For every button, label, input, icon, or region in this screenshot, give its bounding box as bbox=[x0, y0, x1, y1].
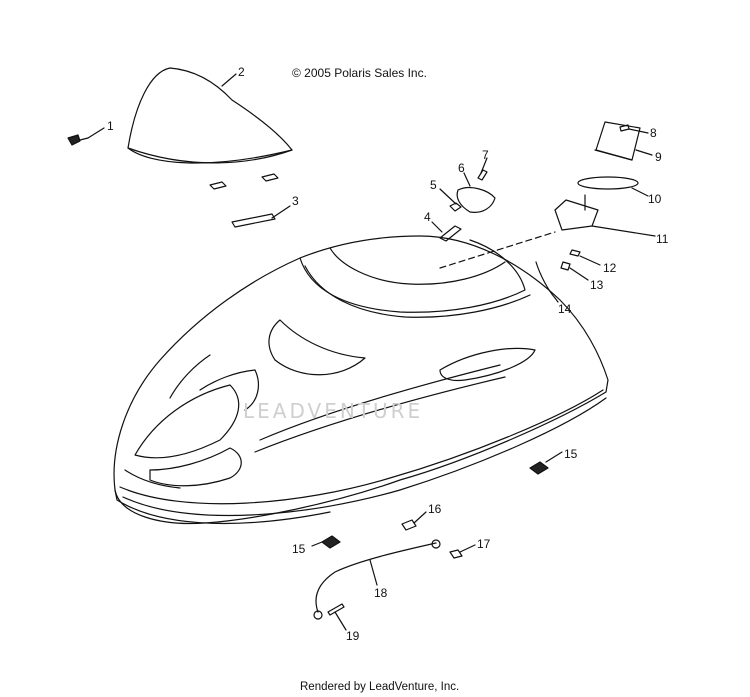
nut-part bbox=[449, 202, 462, 212]
leader-lines bbox=[87, 73, 656, 631]
copyright-text: © 2005 Polaris Sales Inc. bbox=[292, 66, 427, 80]
callout-label: 12 bbox=[603, 261, 617, 275]
cable-end-bottom bbox=[313, 610, 323, 620]
callout-label: 15 bbox=[292, 542, 306, 556]
bolt-part bbox=[439, 225, 462, 242]
watermark: LEADVENTURE bbox=[243, 399, 424, 423]
callout-label: 13 bbox=[590, 278, 604, 292]
pin-part bbox=[477, 169, 488, 181]
callout-label: 19 bbox=[346, 629, 360, 643]
lens-part bbox=[577, 176, 639, 190]
callout-label: 7 bbox=[482, 148, 489, 162]
callout-label: 3 bbox=[292, 194, 299, 208]
callout-label: 9 bbox=[655, 150, 662, 164]
grommet-part bbox=[569, 249, 581, 257]
callout-label: 4 bbox=[424, 210, 431, 224]
console-cover-part bbox=[594, 121, 641, 161]
screw-part bbox=[67, 134, 89, 146]
clip-part-right bbox=[529, 461, 549, 475]
wire-part bbox=[535, 261, 556, 299]
windshield-part bbox=[127, 67, 293, 190]
trim-strip-part bbox=[231, 213, 276, 228]
callout-label: 5 bbox=[430, 178, 437, 192]
callout-label: 2 bbox=[238, 65, 245, 79]
hex-nut-part bbox=[449, 549, 463, 559]
tether-cable-part bbox=[315, 542, 437, 613]
gauge-plate-part bbox=[456, 186, 496, 213]
hood-body bbox=[113, 235, 609, 525]
callout-label: 17 bbox=[477, 537, 491, 551]
callout-label: 10 bbox=[648, 192, 662, 206]
clevis-pin-part bbox=[327, 603, 345, 616]
callout-label: 16 bbox=[428, 502, 442, 516]
callout-label: 6 bbox=[458, 161, 465, 175]
clip-part-left bbox=[321, 535, 341, 549]
stud-part bbox=[401, 519, 417, 531]
footer-credit: Rendered by LeadVenture, Inc. bbox=[300, 681, 460, 693]
callout-label: 1 bbox=[107, 119, 114, 133]
callout-label: 11 bbox=[656, 232, 669, 246]
fastener-part bbox=[560, 261, 571, 271]
callout-label: 8 bbox=[650, 126, 657, 140]
housing-part bbox=[554, 199, 599, 231]
alignment-dashed-line bbox=[439, 231, 556, 269]
callout-label: 15 bbox=[564, 447, 578, 461]
callout-label: 14 bbox=[558, 302, 572, 316]
cable-end-top bbox=[431, 539, 441, 549]
callout-label: 18 bbox=[374, 586, 388, 600]
